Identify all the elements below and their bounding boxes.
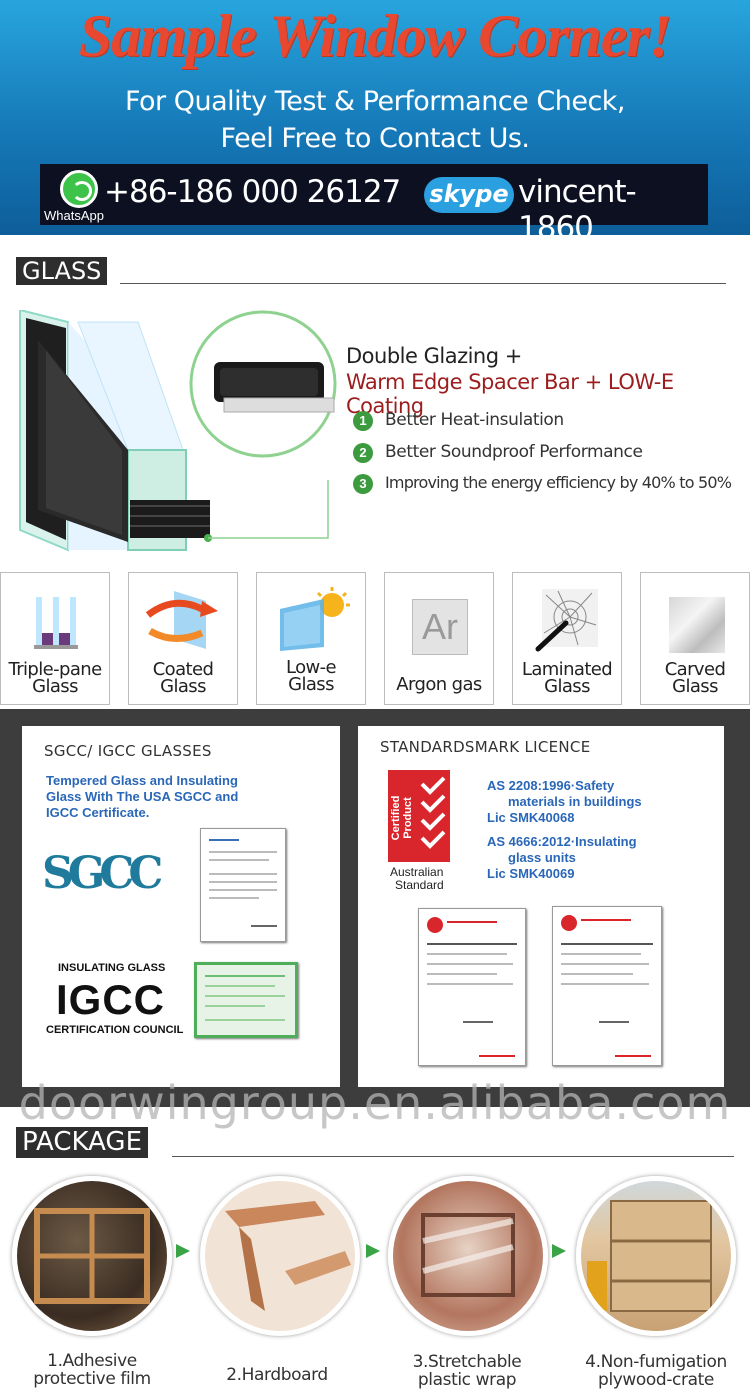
australian-standard-line1: Australian: [390, 865, 444, 879]
whatsapp-icon[interactable]: [60, 170, 98, 208]
feature-text: Better Soundproof Performance: [385, 442, 643, 462]
sgcc-logo: SGCC: [42, 848, 163, 899]
hardboard-corner-icon: [225, 1201, 351, 1311]
igcc-top-text: INSULATING GLASS: [58, 962, 166, 974]
glass-type-line2: Glass: [672, 676, 718, 697]
skype-icon[interactable]: skype: [424, 177, 514, 213]
igcc-bottom-text: CERTIFICATION COUNCIL: [46, 1024, 184, 1036]
sgcc-desc-2: Glass With The USA SGCC and: [46, 789, 239, 804]
sgcc-panel-title: SGCC/ IGCC GLASSES: [44, 742, 212, 760]
igcc-logo: IGCC: [56, 976, 165, 1023]
glass-type-line1: Triple-pane: [8, 659, 102, 680]
sgcc-desc-1: Tempered Glass and Insulating: [46, 773, 238, 788]
igcc-certificate-image: [194, 962, 298, 1038]
feature-number: 3: [353, 474, 373, 494]
triple-pane-icon: [34, 597, 78, 649]
standardsmark-licence-image: [552, 906, 662, 1066]
glass-type-line1: Laminated: [521, 659, 613, 680]
insulated-glass-illustration: [19, 310, 337, 552]
glass-heading-line1: Double Glazing +: [346, 344, 522, 368]
glass-section-title: GLASS: [16, 257, 108, 285]
banner-title: Sample Window Corner!: [78, 3, 673, 69]
package-step-line2: plywood-crate: [598, 1370, 714, 1389]
banner-subtitle-line1: For Quality Test & Performance Check,: [124, 86, 626, 117]
banner-subtitle-line2: Feel Free to Contact Us.: [220, 123, 530, 154]
glass-type-line2: Glass: [32, 676, 78, 697]
contact-bar: WhatsApp +86-186 000 26127 skype vincent…: [40, 164, 708, 235]
package-step-image-film: [12, 1176, 172, 1336]
package-step-line2: plastic wrap: [417, 1370, 517, 1389]
standardsmark-panel-title: STANDARDSMARK LICENCE: [380, 738, 591, 756]
standard-2-line1: AS 4666:2012·Insulating: [487, 834, 637, 849]
standard-2-licence: Lic SMK40069: [487, 866, 575, 881]
feature-number: 2: [353, 443, 373, 463]
package-section-title: PACKAGE: [16, 1127, 148, 1158]
arrow-right-icon: [552, 1244, 566, 1258]
package-section-divider: [172, 1156, 734, 1157]
glass-type-line1: Carved: [664, 659, 726, 680]
glass-type-line2: Glass: [160, 676, 206, 697]
glass-type-line2: Argon gas: [396, 674, 482, 695]
carved-glass-icon: [669, 597, 725, 653]
standard-2-line2: glass units: [508, 850, 576, 865]
plywood-crate-icon: [587, 1200, 712, 1312]
glass-section-divider: [120, 283, 726, 284]
package-step-image-wrap: [388, 1176, 548, 1336]
whatsapp-label: WhatsApp: [44, 208, 104, 223]
feature-text: Improving the energy efficiency by 40% t…: [385, 473, 732, 492]
glass-type-triple-pane: Triple-pane Glass: [0, 572, 110, 705]
argon-symbol: Ar: [422, 606, 458, 647]
glass-type-line1: Low-e: [285, 657, 337, 678]
sgcc-certificate-image: [200, 828, 286, 942]
certified-product-badge: Certified Product: [388, 770, 450, 862]
standardsmark-licence-image: [418, 908, 526, 1066]
argon-icon: Ar: [412, 599, 468, 655]
glass-type-carved: Carved Glass: [640, 572, 750, 705]
package-step-line1: 4.Non-fumigation: [585, 1352, 727, 1372]
standard-1-line2: materials in buildings: [508, 794, 642, 809]
package-step-line1: 3.Stretchable: [412, 1352, 522, 1372]
skype-id[interactable]: vincent-1860: [518, 174, 637, 235]
check-marks-icon: [420, 776, 446, 849]
arrow-right-icon: [176, 1244, 190, 1258]
glass-type-line2: Glass: [544, 676, 590, 697]
glass-type-coated: Coated Glass: [128, 572, 238, 705]
package-step-line1: 1.Adhesive: [47, 1351, 137, 1371]
glass-type-laminated: Laminated Glass: [512, 572, 622, 705]
feature-text: Better Heat-insulation: [385, 410, 564, 430]
certified-product-text: Certified Product: [390, 795, 414, 841]
standardsmark-panel: STANDARDSMARK LICENCE Certified Product …: [358, 726, 724, 1087]
glass-type-line1: Coated: [152, 659, 214, 680]
package-step-line2: protective film: [33, 1369, 151, 1389]
glass-type-low-e: Low-e Glass: [256, 572, 366, 705]
glass-type-argon: Ar Argon gas: [384, 572, 494, 705]
glass-heading-line2: Warm Edge Spacer Bar + LOW-E Coating: [346, 370, 674, 418]
low-e-glass-icon: [280, 587, 350, 651]
sgcc-igcc-panel: SGCC/ IGCC GLASSES Tempered Glass and In…: [22, 726, 340, 1087]
package-step-image-crate: [576, 1176, 736, 1336]
australian-standard-line2: Standard: [395, 878, 444, 892]
standard-1-licence: Lic SMK40068: [487, 810, 575, 825]
feature-number: 1: [353, 411, 373, 431]
watermark: doorwingroup.en.alibaba.com: [18, 1076, 732, 1130]
package-step-image-hardboard: [200, 1176, 360, 1336]
contact-banner: Sample Window Corner! For Quality Test &…: [0, 0, 750, 235]
plastic-wrap-icon: [421, 1213, 515, 1297]
arrow-right-icon: [366, 1244, 380, 1258]
glass-type-line2: Glass: [288, 674, 334, 695]
window-frame-film-icon: [34, 1208, 150, 1304]
laminated-glass-icon: [535, 589, 598, 652]
sgcc-desc-3: IGCC Certificate.: [46, 805, 150, 820]
coated-glass-icon: [145, 591, 218, 649]
package-step-line2: 2.Hardboard: [226, 1365, 328, 1385]
phone-number[interactable]: +86-186 000 26127: [104, 174, 401, 210]
standard-1-line1: AS 2208:1996·Safety: [487, 778, 615, 793]
